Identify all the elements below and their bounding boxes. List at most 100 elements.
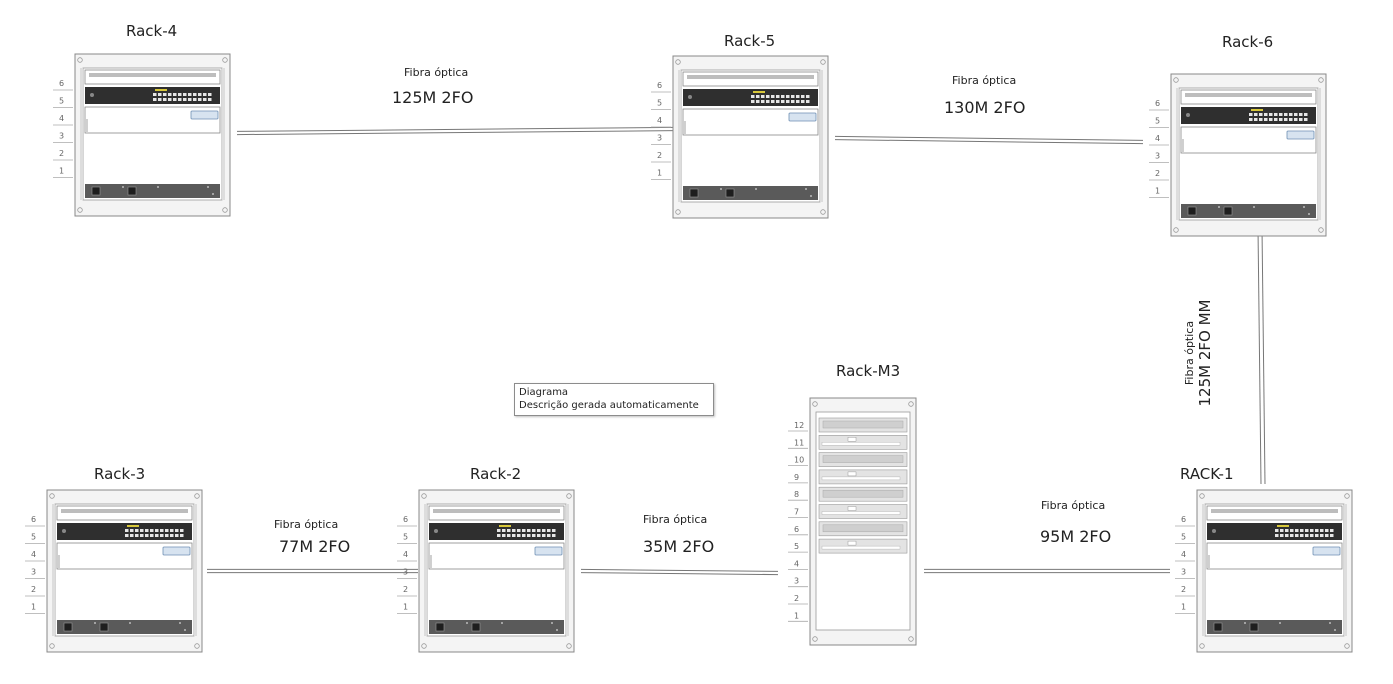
power-strip xyxy=(683,186,818,200)
rack-unit-number: 5 xyxy=(1181,533,1186,542)
link-5-6-spec: 130M 2FO xyxy=(944,98,1026,117)
network-switch xyxy=(1181,107,1316,124)
rack-unit-number: 5 xyxy=(1155,117,1160,126)
rack-unit-number: 2 xyxy=(1155,169,1160,178)
rack-title-rack-6: Rack-6 xyxy=(1222,33,1274,51)
rack-equipment xyxy=(818,504,908,519)
rack-unit-number: 4 xyxy=(794,559,799,568)
rack-unit-number: 1 xyxy=(1181,603,1186,612)
link-4-5-type: Fibra óptica xyxy=(404,66,469,79)
tooltip-line-2: Descrição gerada automaticamente xyxy=(519,400,699,411)
rack-unit-number: 1 xyxy=(657,169,662,178)
rack-unit-number: 4 xyxy=(1155,134,1160,143)
link-3-2-type: Fibra óptica xyxy=(274,518,339,531)
fiber-cable-link-4-5 xyxy=(236,126,675,136)
link-2-m3-type: Fibra óptica xyxy=(643,513,708,526)
rack-title-rack-3: Rack-3 xyxy=(94,465,146,483)
network-switch xyxy=(429,523,564,540)
rack-unit-number: 4 xyxy=(657,116,662,125)
link-3-2-spec: 77M 2FO xyxy=(279,537,351,556)
rack-equipment xyxy=(818,486,908,502)
rack-unit-number: 3 xyxy=(1181,568,1186,577)
fiber-cable-link-5-6 xyxy=(834,135,1144,145)
rack-unit-number: 3 xyxy=(1155,152,1160,161)
rack-unit-number: 3 xyxy=(59,132,64,141)
rack-unit-number: 5 xyxy=(403,533,408,542)
rack-unit-number: 6 xyxy=(794,525,799,534)
link-2-m3-spec: 35M 2FO xyxy=(643,537,715,556)
alt-text-tooltip: Diagrama Descrição gerada automaticament… xyxy=(514,383,714,416)
link-4-5-spec: 125M 2FO xyxy=(392,88,474,107)
power-strip xyxy=(429,620,564,634)
rack-unit-number: 3 xyxy=(403,568,408,577)
rack-unit-number: 4 xyxy=(31,550,36,559)
rack-equipment xyxy=(818,469,908,485)
fiber-distributor xyxy=(162,546,191,556)
fiber-cable-link-2-m3 xyxy=(580,568,779,576)
rack-unit-number: 1 xyxy=(31,603,36,612)
network-switch xyxy=(57,523,192,540)
rack-unit-number: 11 xyxy=(794,438,804,447)
rack-title-rack-1: RACK-1 xyxy=(1180,465,1234,483)
rack-unit-number: 3 xyxy=(657,134,662,143)
rack-unit-number: 2 xyxy=(403,585,408,594)
rack-unit-number: 6 xyxy=(403,515,408,524)
link-6-1-spec: 125M 2FO MM xyxy=(1196,299,1214,407)
rack-unit-number: 1 xyxy=(794,611,799,620)
rack-unit-number: 4 xyxy=(403,550,408,559)
rack-unit-number: 6 xyxy=(31,515,36,524)
network-switch xyxy=(1207,523,1342,540)
rack-equipment xyxy=(818,417,908,433)
power-strip xyxy=(1207,620,1342,634)
rack-unit-number: 6 xyxy=(59,79,64,88)
rack-rack-6: 6 5 4 3 2 1 xyxy=(1149,73,1327,237)
link-m3-1-type: Fibra óptica xyxy=(1041,499,1106,512)
rack-unit-number: 8 xyxy=(794,490,799,499)
rack-unit-number: 6 xyxy=(657,81,662,90)
power-strip xyxy=(1181,204,1316,218)
rack-unit-number: 3 xyxy=(31,568,36,577)
rack-unit-number: 1 xyxy=(403,603,408,612)
rack-equipment xyxy=(818,434,908,450)
rack-unit-number: 2 xyxy=(657,151,662,160)
rack-unit-number: 4 xyxy=(59,114,64,123)
rack-unit-number: 4 xyxy=(1181,550,1186,559)
rack-unit-number: 6 xyxy=(1155,99,1160,108)
rack-unit-number: 2 xyxy=(59,149,64,158)
rack-unit-number: 10 xyxy=(794,456,804,465)
link-6-1-type: Fibra óptica xyxy=(1183,320,1196,386)
rack-unit-number: 12 xyxy=(794,421,804,430)
rack-title-rack-2: Rack-2 xyxy=(470,465,522,483)
rack-rack-2: 6 5 4 3 2 1 xyxy=(397,489,575,653)
rack-unit-number: 2 xyxy=(31,585,36,594)
fiber-distributor xyxy=(1286,130,1315,140)
rack-title-rack-4: Rack-4 xyxy=(126,22,178,40)
rack-rack-5: 6 5 4 3 2 1 xyxy=(651,55,829,219)
rack-unit-number: 1 xyxy=(59,167,64,176)
rack-equipment xyxy=(818,521,908,537)
power-strip xyxy=(85,184,220,198)
rack-unit-number: 5 xyxy=(59,97,64,106)
rack-equipment xyxy=(818,538,908,554)
link-m3-1-spec: 95M 2FO xyxy=(1040,527,1112,546)
rack-unit-number: 5 xyxy=(657,99,662,108)
fiber-distributor xyxy=(534,546,563,556)
rack-unit-number: 7 xyxy=(794,508,799,517)
rack-rack-4: 6 5 4 3 2 1 xyxy=(53,53,231,217)
fiber-cable-link-m3-1 xyxy=(924,568,1170,574)
link-6-1-label: Fibra óptica 125M 2FO MM xyxy=(1183,283,1221,423)
fiber-distributor xyxy=(1312,546,1341,556)
network-switch xyxy=(85,87,220,104)
network-switch xyxy=(683,89,818,106)
rack-unit-number: 1 xyxy=(1155,187,1160,196)
tooltip-line-1: Diagrama xyxy=(519,387,569,398)
rack-unit-number: 6 xyxy=(1181,515,1186,524)
rack-unit-number: 2 xyxy=(794,594,799,603)
link-5-6-type: Fibra óptica xyxy=(952,74,1017,87)
rack-unit-number: 3 xyxy=(794,577,799,586)
